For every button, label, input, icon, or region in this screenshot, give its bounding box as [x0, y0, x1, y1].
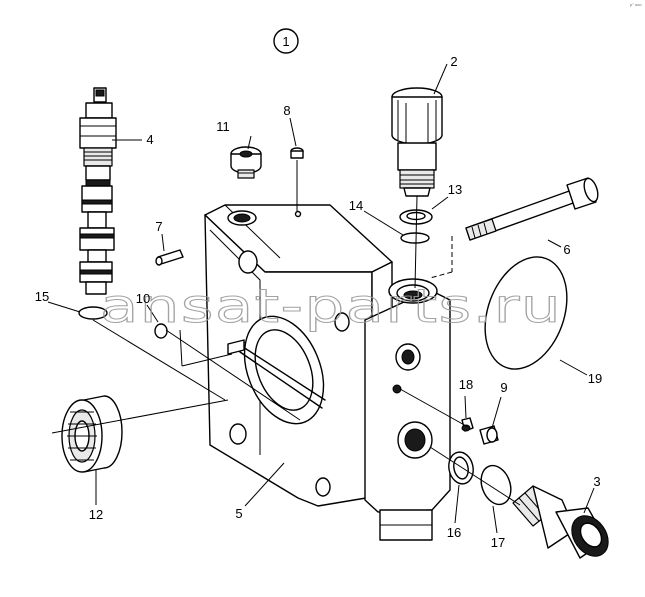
callout-3: 3	[593, 474, 600, 489]
callout-13: 13	[448, 182, 462, 197]
callout-5: 5	[235, 506, 242, 521]
part-18-screw	[461, 417, 474, 432]
part-15-o-ring	[78, 306, 108, 320]
callout-9: 9	[500, 380, 507, 395]
part-3-relief-valve	[512, 485, 609, 559]
leader-lines	[47, 63, 595, 534]
watermark: ansat-parts.ru	[100, 279, 562, 333]
assembly-number: 1	[282, 34, 289, 49]
callout-4: 4	[146, 132, 153, 147]
part-5-valve-housing	[204, 204, 451, 541]
callout-8: 8	[283, 103, 290, 118]
part-6-bolt	[465, 177, 599, 241]
callout-6: 6	[563, 242, 570, 257]
callout-12: 12	[89, 507, 103, 522]
part-14-o-ring	[400, 232, 430, 244]
callout-19: 19	[588, 371, 602, 386]
callout-11: 11	[216, 119, 230, 134]
part-11-plug	[230, 146, 262, 179]
callout-14: 14	[349, 198, 363, 213]
callout-7: 7	[155, 219, 162, 234]
part-17-o-ring	[480, 464, 512, 506]
part-7-pin	[155, 249, 184, 266]
part-4-spool-valve	[79, 87, 117, 295]
part-8-set-screw	[290, 147, 304, 212]
callout-2: 2	[450, 54, 457, 69]
part-19-large-o-ring	[484, 256, 568, 370]
callout-10: 10	[136, 291, 150, 306]
callout-18: 18	[459, 377, 473, 392]
assembly-number-callout: 1	[273, 28, 299, 54]
part-9-plug	[479, 425, 499, 445]
part-2-cartridge-valve	[391, 87, 443, 197]
corner-mark: p° ooo	[630, 2, 642, 7]
part-13-washer	[399, 209, 433, 225]
callout-17: 17	[491, 535, 505, 550]
callout-15: 15	[35, 289, 49, 304]
part-16-sealing-ring	[448, 451, 474, 485]
callout-16: 16	[447, 525, 461, 540]
part-12-bearing	[61, 395, 123, 473]
